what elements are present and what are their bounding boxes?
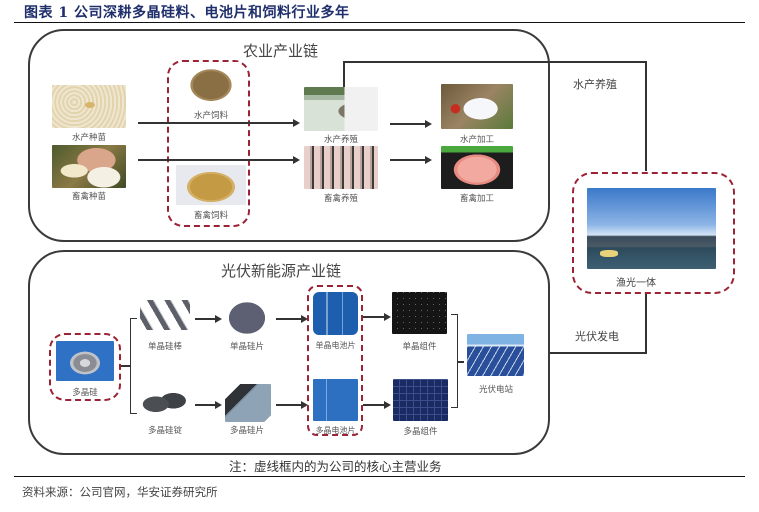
merge-bracket-right [451,314,458,408]
mono-wafer-label: 单晶硅片 [229,342,264,352]
cells-highlight-box [307,285,363,436]
connector-aquatic-farming-up [343,62,345,87]
livestock-fry-label: 畜禽种苗 [71,192,106,202]
mono-cell-image [313,292,358,335]
feed-highlight-box [167,60,250,227]
livestock-farming-label: 畜禽养殖 [323,194,358,204]
connector-top-horizontal [343,61,646,63]
aquatic-farming-image [304,87,378,131]
aquatic-farming-label: 水产养殖 [323,135,358,145]
link-top-label: 水产养殖 [573,78,617,91]
mono-wafer-image [224,298,270,338]
source-text: 资料来源：公司官网，华安证券研究所 [22,485,218,499]
polysilicon-highlight-box [49,333,121,401]
aquatic-fry-image [52,85,126,128]
aquatic-fry-label: 水产种苗 [71,133,106,143]
poly-module-image [393,379,448,421]
livestock-feed-image [176,165,246,205]
poly-ingot-label: 多晶硅锭 [147,426,182,436]
arrow-aquatic-fry-to-farming [138,119,300,126]
poly-cell-image [313,379,358,421]
livestock-processing-label: 畜禽加工 [459,194,494,204]
connector-bottom-horizontal [525,352,646,354]
arrow-livestock-fry-to-farming [138,156,300,163]
livestock-fry-image [52,145,126,188]
pv-station-image [467,334,524,376]
connector-bottom-up [645,294,647,354]
footnote: 注：虚线框内的为公司的核心主营业务 [229,459,442,474]
mono-module-image [392,292,447,334]
agriculture-chain-panel [28,29,550,242]
arrow-aquatic-farming-to-processing [390,120,432,127]
pv-chain-title: 光伏新能源产业链 [221,262,342,280]
aquatic-processing-label: 水产加工 [459,135,494,145]
livestock-farming-image [304,146,378,189]
fishery-pv-highlight-box [572,172,735,294]
aquatic-processing-image [441,84,513,129]
arrow-poly-wafer-to-cell [276,401,308,408]
livestock-feed-label: 畜禽饲料 [193,211,228,221]
livestock-processing-image [441,146,513,189]
mono-rod-label: 单晶硅棒 [147,342,182,352]
arrow-livestock-farming-to-processing [390,156,432,163]
poly-wafer-image [225,384,271,422]
fishery-pv-label: 渔光一体 [616,278,656,289]
mono-rod-image [140,300,190,330]
aquatic-feed-image [181,62,241,104]
pv-station-label: 光伏电站 [478,385,513,395]
arrow-mono-cell-to-module [363,313,391,320]
polysilicon-label: 多晶硅 [72,388,98,398]
arrow-mono-rod-to-wafer [195,315,222,322]
connector-top-down [645,61,647,171]
fishery-pv-image [587,188,716,269]
poly-wafer-label: 多晶硅片 [229,426,264,436]
split-bracket-stem [121,365,130,367]
merge-bracket-stem [458,361,464,363]
mono-module-label: 单晶组件 [402,342,437,352]
poly-cell-label: 多晶电池片 [315,426,356,435]
agriculture-chain-title: 农业产业链 [243,42,319,60]
arrow-poly-ingot-to-wafer [195,401,222,408]
source-divider [14,476,745,477]
arrow-mono-wafer-to-cell [276,315,308,322]
mono-cell-label: 单晶电池片 [315,341,356,350]
link-bottom-label: 光伏发电 [575,330,619,343]
poly-module-label: 多晶组件 [403,427,438,437]
title-divider [14,22,745,23]
polysilicon-image [56,341,114,381]
figure-title: 图表 1 公司深耕多晶硅料、电池片和饲料行业多年 [24,5,350,21]
poly-ingot-image [142,385,188,420]
pv-chain-panel [28,250,550,455]
aquatic-feed-label: 水产饲料 [193,111,228,121]
split-bracket-left [130,318,137,414]
arrow-poly-cell-to-module [363,401,391,408]
